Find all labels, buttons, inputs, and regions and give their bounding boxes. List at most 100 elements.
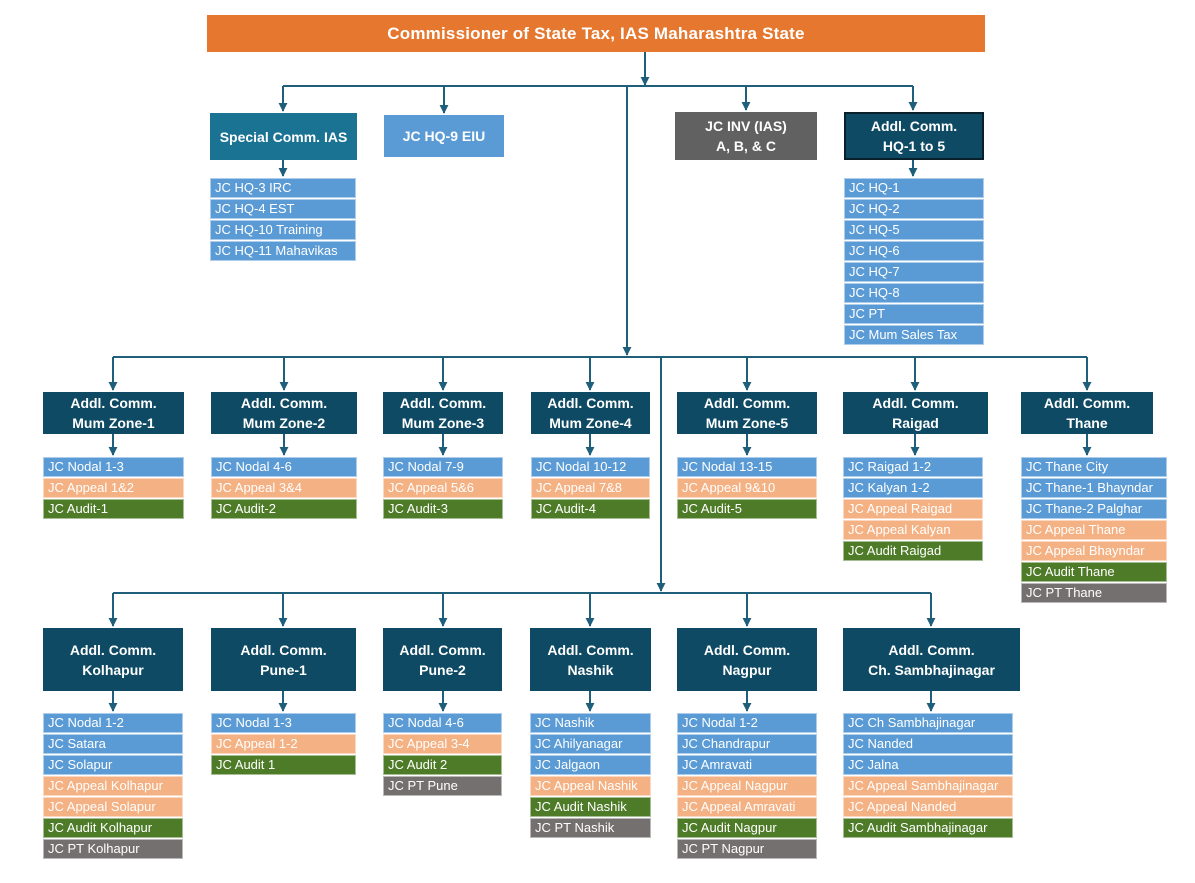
header-mum-zone-3: Addl. Comm. Mum Zone-3 — [383, 392, 503, 434]
org-list-item: JC Appeal 3-4 — [383, 734, 502, 754]
org-list-item: JC Raigad 1-2 — [843, 457, 983, 477]
org-list-item: JC Satara — [43, 734, 183, 754]
org-list-item: JC Appeal Bhayndar — [1021, 541, 1167, 561]
org-list-item: JC Appeal 3&4 — [211, 478, 357, 498]
header-line: Addl. Comm. — [399, 395, 487, 411]
header-line: Addl. Comm. — [703, 641, 791, 658]
header-line: Addl. Comm. — [872, 395, 959, 411]
org-list-item: JC Thane-2 Palghar — [1021, 499, 1167, 519]
header-line: Addl. Comm. — [69, 641, 157, 658]
header-line: Pune-1 — [260, 661, 307, 678]
org-list-item: JC Appeal Solapur — [43, 797, 183, 817]
org-list-item: JC HQ-11 Mahavikas — [210, 241, 356, 261]
org-list-item: JC Nashik — [530, 713, 651, 733]
header-line: Addl. Comm. — [240, 641, 327, 658]
org-list-item: JC Audit-3 — [383, 499, 503, 519]
special-comm-box: Special Comm. IAS — [210, 113, 357, 160]
org-list-item: JC Appeal Raigad — [843, 499, 983, 519]
header-line: Mum Zone-4 — [549, 415, 632, 431]
header-line: Nagpur — [722, 661, 772, 678]
org-list-item: JC Appeal Sambhajinagar — [843, 776, 1013, 796]
org-list-item: JC HQ-8 — [844, 283, 984, 303]
addl-comm-hq-box: Addl. Comm. HQ-1 to 5 — [844, 112, 984, 160]
org-list-item: JC Appeal Thane — [1021, 520, 1167, 540]
commissioner-banner: Commissioner of State Tax, IAS Maharasht… — [207, 15, 985, 52]
org-list-item: JC Mum Sales Tax — [844, 325, 984, 345]
org-list-item: JC Nodal 10-12 — [531, 457, 650, 477]
header-line: Addl. Comm. — [888, 641, 975, 658]
org-list-item: JC HQ-6 — [844, 241, 984, 261]
header-line: Mum Zone-5 — [705, 415, 789, 431]
org-list-item: JC Audit Kolhapur — [43, 818, 183, 838]
org-list-item: JC HQ-10 Training — [210, 220, 356, 240]
header-line: Addl. Comm. — [240, 395, 328, 411]
header-mum-zone-1: Addl. Comm. Mum Zone-1 — [43, 392, 184, 434]
header-line: Raigad — [892, 415, 939, 431]
org-list-item: JC HQ-1 — [844, 178, 984, 198]
org-list-item: JC Audit Thane — [1021, 562, 1167, 582]
org-list-item: JC Ahilyanagar — [530, 734, 651, 754]
header-line: Addl. Comm. — [703, 395, 791, 411]
header-line: Mum Zone-1 — [72, 415, 155, 431]
jc-inv-line1: JC INV (IAS) — [705, 118, 787, 134]
header-line: Addl. Comm. — [1043, 395, 1131, 411]
org-list-item: JC Audit 1 — [211, 755, 356, 775]
org-list-item: JC Chandrapur — [677, 734, 817, 754]
header-nagpur: Addl. Comm. Nagpur — [677, 628, 817, 691]
org-list-item: JC Nanded — [843, 734, 1013, 754]
org-list-item: JC Jalna — [843, 755, 1013, 775]
header-nashik: Addl. Comm. Nashik — [530, 628, 651, 691]
header-thane: Addl. Comm. Thane — [1021, 392, 1153, 434]
org-list-item: JC Audit Nagpur — [677, 818, 817, 838]
org-list-item: JC Appeal 7&8 — [531, 478, 650, 498]
org-list-item: JC PT Pune — [383, 776, 502, 796]
org-list-item: JC Appeal Kalyan — [843, 520, 983, 540]
org-list-item: JC Appeal Nagpur — [677, 776, 817, 796]
org-list-item: JC Appeal 5&6 — [383, 478, 503, 498]
org-list-item: JC HQ-5 — [844, 220, 984, 240]
org-list-item: JC Appeal 1&2 — [43, 478, 184, 498]
addl-comm-hq-line2: HQ-1 to 5 — [882, 138, 946, 154]
addl-comm-hq-line1: Addl. Comm. — [870, 118, 958, 134]
org-list-item: JC Audit-2 — [211, 499, 357, 519]
org-list-item: JC Jalgaon — [530, 755, 651, 775]
header-line: Thane — [1066, 415, 1108, 431]
header-line: Ch. Sambhajinagar — [868, 661, 995, 678]
org-list-item: JC Audit Raigad — [843, 541, 983, 561]
org-list-item: JC HQ-3 IRC — [210, 178, 356, 198]
org-list-item: JC PT Kolhapur — [43, 839, 183, 859]
org-list-item: JC Nodal 1-2 — [43, 713, 183, 733]
org-list-item: JC Audit Sambhajinagar — [843, 818, 1013, 838]
org-list-item: JC Nodal 1-3 — [43, 457, 184, 477]
org-list-item: JC Appeal 9&10 — [677, 478, 817, 498]
org-list-item: JC Thane City — [1021, 457, 1167, 477]
header-raigad: Addl. Comm. Raigad — [843, 392, 988, 434]
org-list-item: JC PT Thane — [1021, 583, 1167, 603]
org-list-item: JC HQ-7 — [844, 262, 984, 282]
org-list-item: JC Appeal Amravati — [677, 797, 817, 817]
org-list-item: JC HQ-2 — [844, 199, 984, 219]
org-list-item: JC Kalyan 1-2 — [843, 478, 983, 498]
org-list-item: JC Nodal 13-15 — [677, 457, 817, 477]
jc-inv-box: JC INV (IAS) A, B, & C — [675, 112, 817, 160]
jc-hq9-eiu-box: JC HQ-9 EIU — [384, 115, 504, 157]
org-list-item: JC Audit 2 — [383, 755, 502, 775]
header-kolhapur: Addl. Comm. Kolhapur — [43, 628, 183, 691]
org-list-item: JC Nodal 1-2 — [677, 713, 817, 733]
header-pune-1: Addl. Comm. Pune-1 — [211, 628, 356, 691]
